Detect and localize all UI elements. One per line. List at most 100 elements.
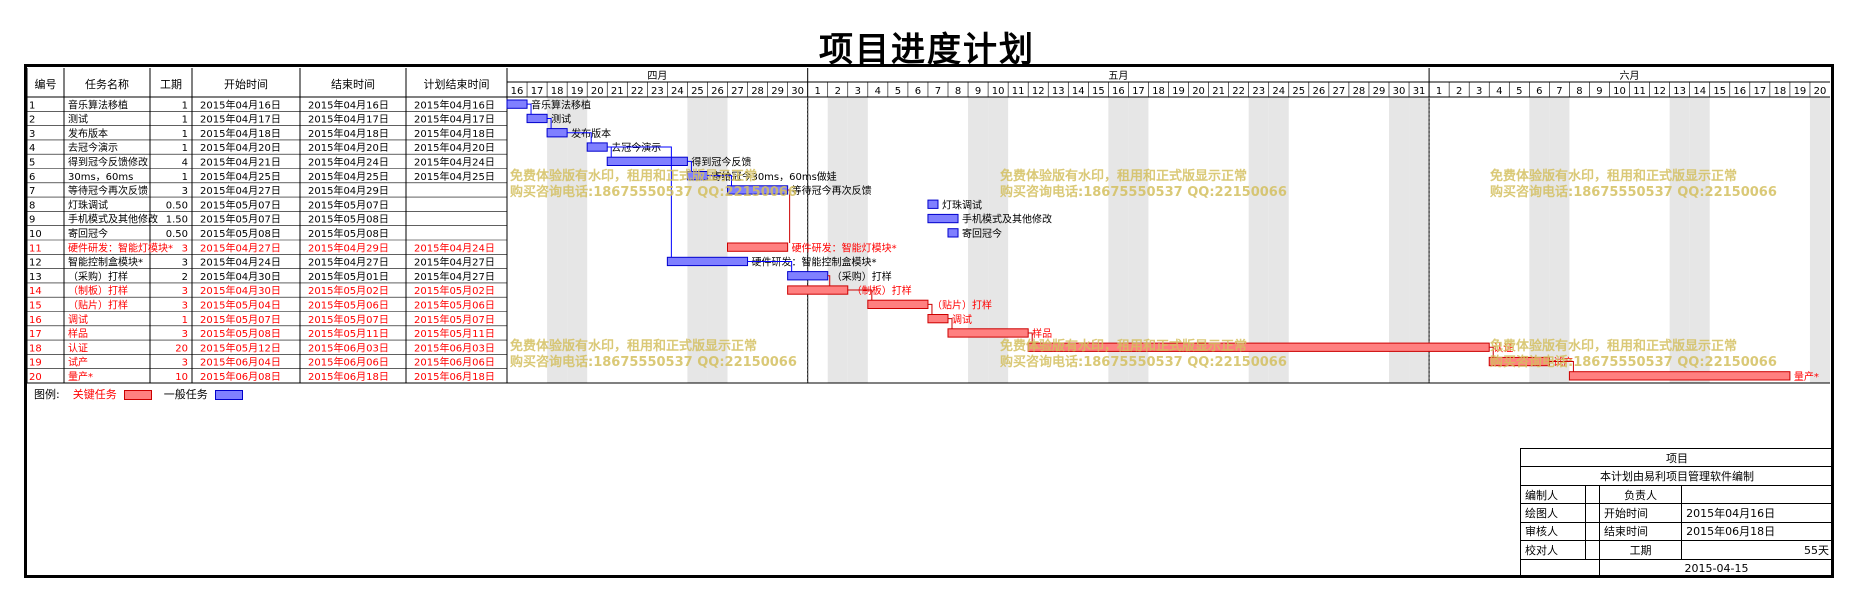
gantt-bar-label: 等待冠今再次反馈 (792, 184, 872, 197)
day-label: 25 (1292, 86, 1305, 97)
task-planned-end: 2015年05月07日 (414, 313, 495, 326)
day-label: 6 (915, 86, 921, 97)
day-label: 12 (1032, 86, 1045, 97)
dependency-arrow (687, 160, 692, 172)
task-id: 10 (29, 229, 42, 240)
task-duration: 1 (182, 143, 188, 154)
gantt-bar (606, 156, 688, 166)
gantt-bar (927, 213, 959, 224)
day-label: 9 (975, 86, 981, 97)
gantt-bar-label: 寄回冠今 (962, 227, 1002, 240)
task-duration: 3 (182, 358, 188, 369)
column-header: 工期 (160, 78, 182, 91)
watermark-line1: 免费体验版有水印，租用和正式版显示正常 (1490, 338, 1737, 354)
info-end-label: 结束时间 (1599, 521, 1683, 542)
gantt-bar-label: 硬件研发：智能控制盒模块* (752, 256, 877, 269)
day-label: 15 (1092, 86, 1105, 97)
gantt-bar (867, 299, 929, 310)
day-label: 2 (1456, 86, 1462, 97)
task-id: 18 (29, 343, 42, 354)
month-label: 六月 (1620, 70, 1640, 82)
column-header: 开始时间 (224, 77, 268, 91)
task-duration: 3 (182, 301, 188, 312)
task-duration: 20 (175, 343, 188, 354)
task-end: 2015年05月07日 (308, 198, 389, 211)
gantt-bar (927, 199, 939, 209)
task-duration: 1 (182, 315, 188, 326)
weekend-shade (1268, 97, 1289, 383)
column-header: 编号 (35, 77, 57, 91)
info-end-value: 2015年06月18日 (1681, 521, 1834, 542)
day-label: 14 (1693, 86, 1706, 97)
task-end: 2015年05月02日 (308, 284, 389, 297)
dependency-arrow (547, 117, 552, 129)
watermark-line1: 免费体验版有水印，租用和正式版显示正常 (1000, 168, 1247, 184)
day-label: 28 (751, 86, 764, 97)
task-id: 13 (29, 272, 42, 283)
day-label: 13 (1673, 86, 1686, 97)
task-start: 2015年04月16日 (200, 98, 281, 111)
dependency-arrow (827, 275, 831, 286)
task-duration: 0.50 (166, 200, 188, 211)
day-label: 1 (815, 86, 821, 97)
day-label: 20 (1814, 86, 1827, 97)
gantt-bar-label: 量产* (1794, 370, 1819, 383)
gantt-bar-label: 测试 (551, 113, 571, 126)
watermark-line2: 购买咨询电话:18675550537 QQ:22150066 (1490, 354, 1777, 370)
day-label: 22 (631, 86, 644, 97)
task-end: 2015年04月29日 (308, 184, 389, 197)
watermark-line1: 免费体验版有水印，租用和正式版显示正常 (510, 338, 757, 354)
task-start: 2015年04月25日 (200, 170, 281, 183)
task-name: 认证 (68, 341, 88, 354)
watermark-line2: 购买咨询电话:18675550537 QQ:22150066 (1000, 354, 1287, 370)
task-name: 智能控制盒模块* (68, 256, 143, 269)
day-label: 8 (955, 86, 961, 97)
task-duration: 3 (182, 258, 188, 269)
legend: 图例: 关键任务 一般任务 (34, 386, 244, 402)
legend-prefix: 图例: (34, 388, 60, 401)
task-name: 得到冠今反馈修改 (68, 156, 148, 169)
task-planned-end: 2015年06月18日 (414, 370, 495, 383)
task-id: 7 (29, 186, 35, 197)
gantt-frame (24, 64, 1834, 578)
day-label: 31 (1413, 86, 1426, 97)
day-label: 4 (1496, 86, 1502, 97)
day-label: 12 (1653, 86, 1666, 97)
task-end: 2015年04月18日 (308, 127, 389, 140)
task-end: 2015年06月18日 (308, 370, 389, 383)
day-label: 11 (1012, 86, 1025, 97)
page-title: 项目进度计划 (819, 30, 1035, 70)
task-name: 发布版本 (68, 127, 108, 140)
weekend-shade (847, 97, 868, 383)
gantt-bar-label: 去冠今演示 (611, 141, 661, 154)
day-label: 6 (1536, 86, 1542, 97)
task-planned-end: 2015年06月03日 (414, 341, 495, 354)
day-label: 4 (875, 86, 881, 97)
legend-normal-swatch (215, 390, 244, 400)
task-name: 寄回冠今 (68, 227, 108, 240)
day-label: 5 (895, 86, 901, 97)
task-duration: 2 (182, 272, 188, 283)
dependency-arrow (607, 146, 672, 258)
task-name: 硬件研发：智能灯模块* (68, 241, 173, 254)
task-id: 8 (29, 200, 35, 211)
weekend-shade (827, 97, 848, 383)
task-id: 20 (29, 372, 42, 383)
weekend-shade (1409, 97, 1430, 383)
dependency-arrow (567, 132, 592, 143)
task-id: 4 (29, 143, 35, 154)
day-label: 25 (691, 86, 704, 97)
weekend-shade (547, 97, 568, 383)
task-start: 2015年04月17日 (200, 113, 281, 126)
day-label: 28 (1353, 86, 1366, 97)
task-duration: 3 (182, 286, 188, 297)
task-start: 2015年04月21日 (200, 156, 281, 169)
gantt-bar-label: 音乐算法移植 (531, 98, 591, 111)
column-header: 任务名称 (85, 77, 129, 91)
legend-critical-swatch (124, 390, 153, 400)
gantt-bar-label: 认证 (1493, 341, 1513, 354)
task-start: 2015年05月07日 (200, 313, 281, 326)
task-start: 2015年06月08日 (200, 370, 281, 383)
dependency-arrow (707, 175, 732, 186)
